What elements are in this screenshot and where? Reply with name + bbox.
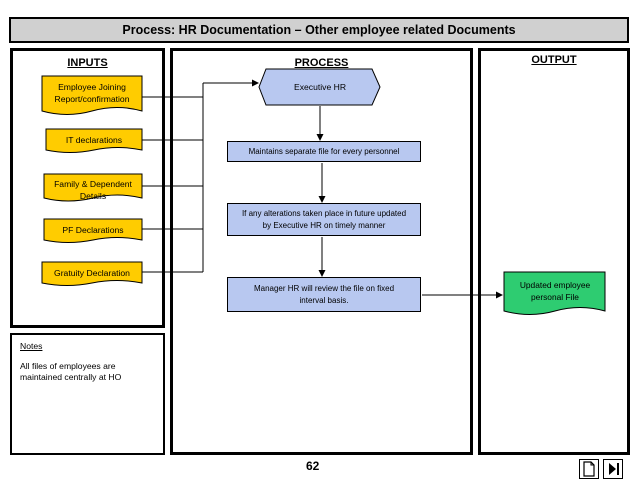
next-page-icon[interactable]: [603, 459, 623, 479]
executive-hr-label: Executive HR: [293, 82, 347, 92]
inputs-heading: INPUTS: [67, 57, 108, 69]
page-title: Process: HR Documentation – Other employ…: [9, 17, 629, 43]
output-heading: OUTPUT: [531, 54, 577, 66]
notes-heading: Notes: [20, 341, 43, 351]
input-doc-pf: PF Declarations: [44, 219, 142, 240]
input-doc-joining-label: Employee Joining Report/confirmation: [54, 82, 130, 104]
output-doc-shape: [503, 271, 606, 315]
notes-box: Notes All files of employees are maintai…: [10, 333, 165, 455]
output-doc-label: Updated employee personal File: [519, 280, 591, 302]
input-doc-gratuity: Gratuity Declaration: [42, 262, 142, 283]
input-doc-gratuity-label: Gratuity Declaration: [54, 267, 130, 278]
input-doc-it-label: IT declarations: [65, 134, 123, 145]
inputs-panel: [10, 48, 165, 328]
input-doc-joining: Employee Joining Report/confirmation: [42, 76, 142, 110]
output-panel: [478, 48, 630, 455]
output-doc: Updated employee personal File: [507, 273, 603, 309]
page-number: 62: [306, 459, 320, 473]
process-step-maintain-file-label: Maintains separate file for every person…: [248, 146, 400, 156]
document-icon[interactable]: [579, 459, 599, 479]
notes-text: All files of employees are maintained ce…: [20, 361, 122, 382]
process-step-alterations-label: If any alterations taken place in future…: [241, 208, 407, 230]
input-doc-pf-label: PF Declarations: [62, 224, 124, 235]
process-step-maintain-file: Maintains separate file for every person…: [227, 141, 421, 162]
input-doc-it: IT declarations: [46, 129, 142, 150]
process-step-manager-review-label: Manager HR will review the file on fixed…: [253, 283, 395, 305]
doc-shape-joining: [41, 75, 143, 115]
doc-shape-gratuity: [41, 261, 143, 286]
input-doc-family: Family & Dependent Details: [44, 176, 142, 204]
process-step-alterations: If any alterations taken place in future…: [227, 203, 421, 236]
executive-hr-shape: [258, 68, 381, 106]
doc-shape-it: [45, 128, 143, 153]
process-heading: PROCESS: [294, 57, 349, 69]
process-step-manager-review: Manager HR will review the file on fixed…: [227, 277, 421, 312]
process-panel: [170, 48, 473, 455]
doc-shape-family: [43, 173, 143, 202]
doc-shape-pf: [43, 218, 143, 243]
input-doc-family-label: Family & Dependent Details: [54, 179, 132, 201]
